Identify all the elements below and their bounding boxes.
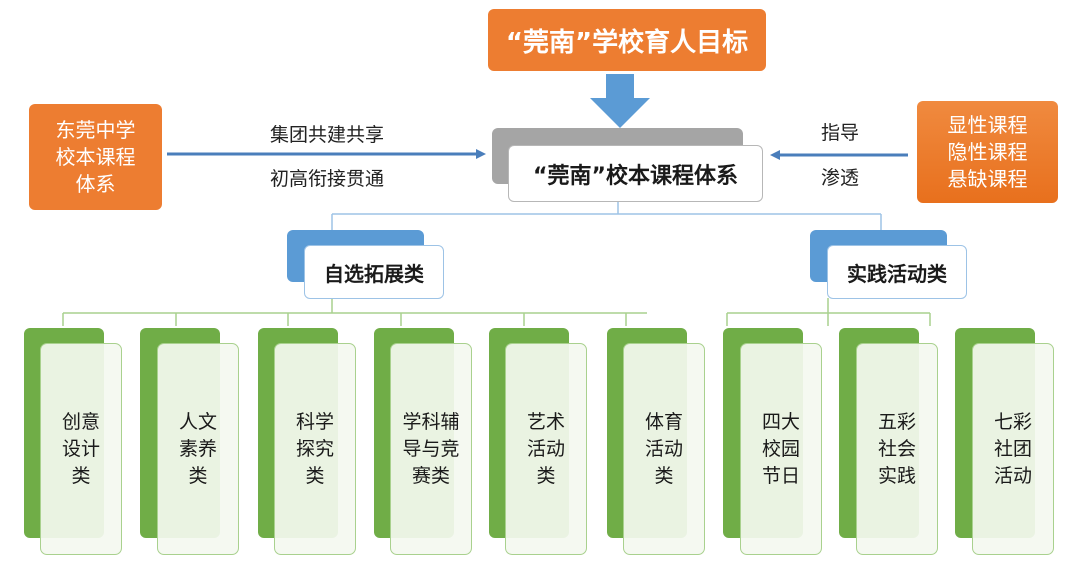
category-label: 实践活动类 [847,261,947,286]
right-arrow-top-label: 指导 [820,122,859,144]
leaf-item: 人文 素养 类 [157,343,239,555]
leaf-label: 学科辅 导与竞 赛类 [402,410,460,487]
dongguan-curriculum-box: 东莞中学 校本课程 体系 [29,104,162,210]
curriculum-types-box: 显性课程 隐性课程 悬缺课程 [917,101,1058,203]
down-arrow-icon [590,74,650,128]
leaf-item: 创意 设计 类 [40,343,122,555]
core-curriculum-label: “莞南”校本课程体系 [533,163,738,189]
leaf-label: 体育 活动 类 [644,410,683,487]
leaf-item: 体育 活动 类 [623,343,705,555]
category-label: 自选拓展类 [324,261,424,286]
leaf-label: 艺术 活动 类 [526,410,565,487]
left-arrow-bottom-label: 初高衔接贯通 [269,168,384,190]
category2-branch-lines [726,298,931,326]
category-elective-box: 自选拓展类 [304,245,444,299]
category-practice-box: 实践活动类 [827,245,967,299]
core-branch-lines [331,200,882,230]
curriculum-types-label: 显性课程 隐性课程 悬缺课程 [947,112,1028,191]
leaf-item: 学科辅 导与竞 赛类 [390,343,472,555]
leaf-label: 科学 探究 类 [295,410,334,487]
right-arrow-bottom-label: 渗透 [820,167,859,189]
leaf-item: 四大 校园 节日 [740,343,822,555]
school-goal-label: “莞南”学校育人目标 [505,27,749,58]
leaf-label: 五彩 社会 实践 [877,410,916,487]
left-arrowhead-icon [476,149,486,159]
leaf-label: 创意 设计 类 [61,410,100,487]
leaf-label: 四大 校园 节日 [761,410,800,487]
school-goal-box: “莞南”学校育人目标 [488,9,766,71]
leaf-label: 人文 素养 类 [178,410,217,487]
leaf-item: 七彩 社团 活动 [972,343,1054,555]
right-arrowhead-icon [770,150,780,160]
dongguan-curriculum-label: 东莞中学 校本课程 体系 [55,117,136,196]
leaf-item: 艺术 活动 类 [505,343,587,555]
category1-branch-lines [62,298,647,326]
core-curriculum-box: “莞南”校本课程体系 [508,145,763,202]
leaf-item: 五彩 社会 实践 [856,343,938,555]
leaf-item: 科学 探究 类 [274,343,356,555]
leaf-label: 七彩 社团 活动 [993,410,1032,487]
left-arrow-top-label: 集团共建共享 [269,124,384,146]
